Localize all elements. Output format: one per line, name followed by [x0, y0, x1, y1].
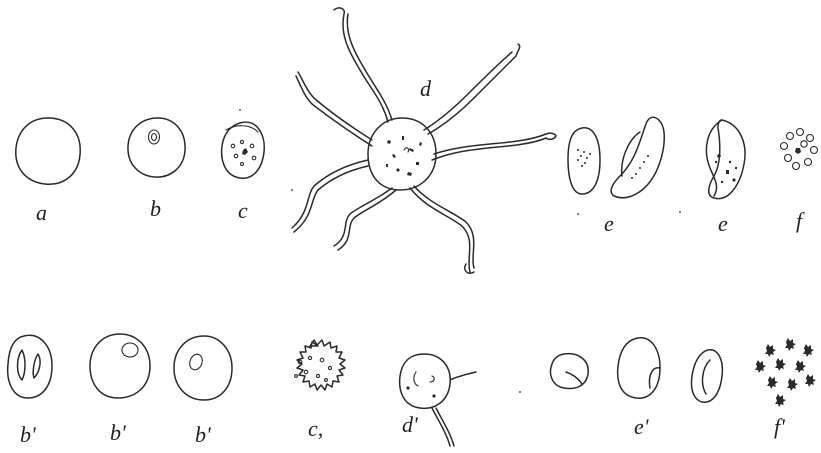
label-e-prime: e' [634, 416, 648, 438]
cell-d [292, 8, 556, 273]
label-b-prime-1: b' [20, 424, 36, 446]
label-a: a [36, 202, 47, 224]
label-b-prime-3: b' [195, 424, 211, 446]
cell-e-3 [706, 120, 745, 199]
label-b-prime-2: b' [110, 422, 126, 444]
cell-c-comma [295, 340, 345, 390]
label-f: f [796, 210, 802, 232]
label-e-2: e [718, 213, 728, 235]
cell-b-prime-3 [174, 336, 232, 400]
label-f-prime: f' [774, 416, 785, 438]
label-b: b [150, 198, 161, 220]
cell-c [222, 122, 265, 178]
label-c: c [238, 200, 248, 222]
cell-a [16, 118, 80, 184]
label-d: d [420, 78, 431, 100]
cell-e-prime-2 [618, 338, 660, 398]
cell-e-prime-3 [691, 350, 722, 402]
cell-f [781, 129, 818, 170]
cell-e-prime-1 [551, 354, 589, 389]
cell-e-2 [611, 117, 664, 197]
label-e-1: e [604, 213, 614, 235]
cell-f-prime [755, 338, 816, 407]
cell-b-prime-2 [90, 334, 150, 398]
label-c-comma: c, [308, 418, 323, 440]
cell-b-prime-1 [8, 335, 52, 398]
label-d-prime: d' [402, 414, 418, 436]
cell-b [128, 118, 185, 177]
cell-e-1 [568, 128, 600, 194]
